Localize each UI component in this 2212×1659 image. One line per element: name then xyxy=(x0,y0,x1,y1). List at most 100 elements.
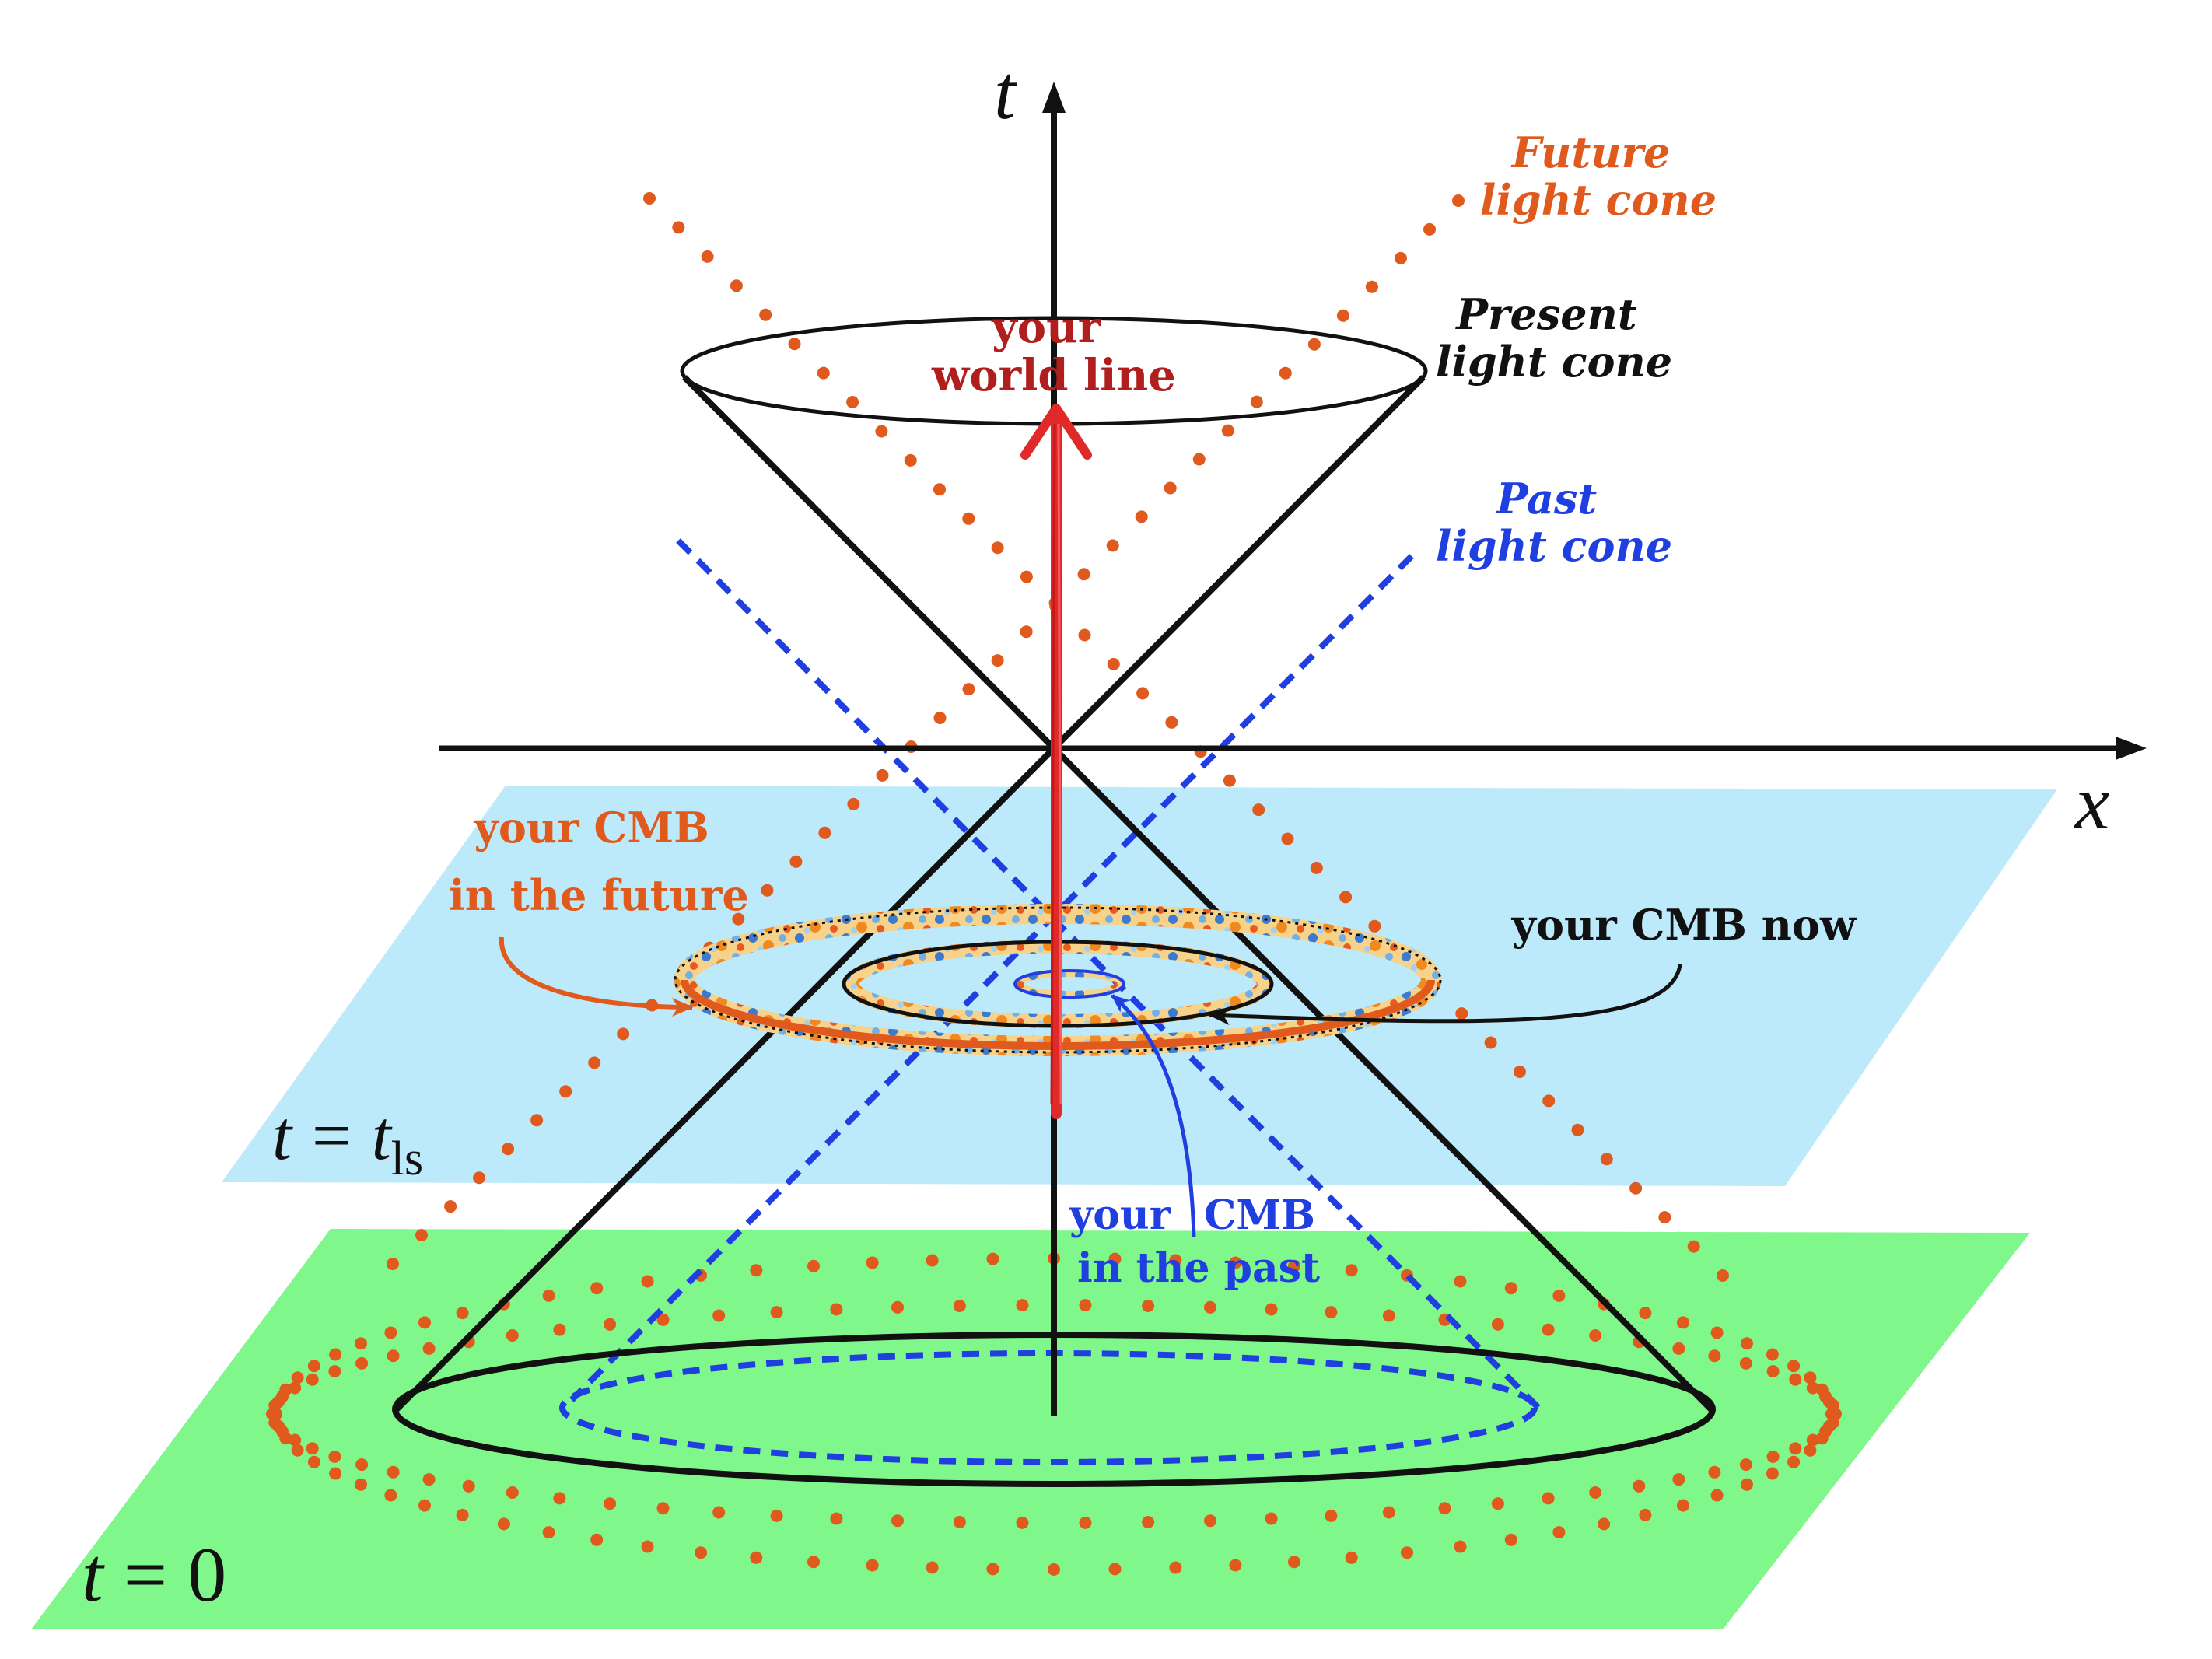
world-line xyxy=(1020,404,1092,1119)
future-cone-dot xyxy=(1136,687,1150,700)
future-cone-dot xyxy=(462,1479,475,1493)
future-cone-dot xyxy=(986,1563,999,1576)
future-cone-dot xyxy=(1787,1360,1801,1373)
future-cone-dot xyxy=(926,1254,939,1267)
future-cone-dot xyxy=(1789,1442,1802,1455)
future-cone-dot xyxy=(418,1499,431,1512)
future-cone-dot xyxy=(1169,1561,1182,1574)
future-cone-dot xyxy=(1804,1371,1817,1384)
future-cone-dot xyxy=(1504,1282,1517,1295)
future-cone-dot xyxy=(1787,1455,1801,1468)
future-cone-dot xyxy=(991,654,1004,667)
future-cone-dot xyxy=(656,1502,670,1515)
future-cone-dot xyxy=(770,1306,783,1319)
future-cone-dot xyxy=(1135,510,1148,523)
future-cone-dot xyxy=(1825,1408,1838,1420)
future-cone-dot xyxy=(953,1300,966,1312)
future-cone-dot xyxy=(770,1509,783,1522)
future-cone-dot xyxy=(422,1473,436,1486)
future-cone-dot xyxy=(1078,628,1091,642)
future-cone-dot xyxy=(817,366,830,380)
future-cone-dot xyxy=(1106,539,1119,552)
future-cone-dot xyxy=(1598,1517,1611,1531)
future-cone-dot xyxy=(866,1256,879,1269)
cmb-now-pointer xyxy=(1208,964,1682,1025)
future-cone-dot xyxy=(712,1309,726,1322)
future-cone-dot xyxy=(991,541,1004,555)
future-cone-dot xyxy=(1822,1395,1836,1409)
t-zero-plane-label: t=0 xyxy=(82,1531,226,1618)
future-cone-dot xyxy=(328,1450,341,1463)
future-cone-dot xyxy=(387,1349,400,1363)
future-cone-dot xyxy=(730,279,743,292)
future-cone-dot xyxy=(502,1143,515,1156)
t-axis-arrowhead xyxy=(1042,82,1066,113)
t-ls-plane-label: t=tls xyxy=(272,1097,423,1185)
cmb-future-pointer xyxy=(499,936,694,1017)
future-cone-dot xyxy=(933,483,946,496)
future-cone-dot xyxy=(497,1517,510,1531)
future-cone-dot xyxy=(1325,1509,1338,1522)
future-cone-dot xyxy=(1345,1264,1358,1277)
future-cone-dot xyxy=(604,1318,617,1331)
future-cone-dot xyxy=(473,1171,486,1185)
future-cone-dot xyxy=(1629,1181,1643,1195)
future-cone-dot xyxy=(876,768,889,782)
cmb-now-label: your CMB now xyxy=(1511,900,1857,950)
past-light-cone-label: Past light cone xyxy=(1436,474,1672,571)
future-cone-dot xyxy=(789,855,803,868)
future-cone-dot xyxy=(1542,1094,1556,1108)
future-cone-dot xyxy=(1804,1444,1817,1457)
future-cone-dot xyxy=(1571,1123,1584,1136)
future-cone-dot xyxy=(384,1326,397,1339)
future-cone-dot xyxy=(1252,803,1265,817)
future-cone-dot xyxy=(559,1085,572,1098)
future-cone-dot xyxy=(643,192,656,205)
future-cone-dot xyxy=(1454,1540,1467,1553)
future-cone-dot xyxy=(1016,1299,1029,1312)
future-cone-dot xyxy=(1265,1303,1278,1316)
future-cone-dot xyxy=(761,884,774,897)
future-cone-dot xyxy=(530,1114,544,1127)
future-cone-dot xyxy=(291,1371,304,1384)
future-cone-dot xyxy=(641,1540,654,1553)
future-cone-dot xyxy=(962,512,975,525)
future-cone-dot xyxy=(1717,1269,1729,1282)
future-cone-dot xyxy=(1491,1497,1504,1510)
future-cone-dot xyxy=(875,425,888,438)
future-cone-dot xyxy=(590,1533,604,1546)
future-cone-dot xyxy=(933,712,947,724)
future-cone-dot xyxy=(926,1561,939,1574)
future-cone-dot xyxy=(712,1506,726,1519)
world-line-label: your world line xyxy=(931,302,1176,401)
future-cone-dot xyxy=(1229,1256,1242,1269)
future-cone-dot xyxy=(279,1383,292,1396)
future-cone-dot xyxy=(1020,625,1033,639)
future-light-cone xyxy=(266,192,1842,1576)
future-cone-dot xyxy=(604,1497,617,1510)
future-cone-dot xyxy=(672,221,685,234)
future-cone-dot xyxy=(1766,1348,1779,1361)
future-cone-dot xyxy=(272,1419,285,1433)
future-cone-dot xyxy=(1789,1373,1802,1386)
future-cone-dot xyxy=(1766,1467,1779,1480)
future-cone-dot xyxy=(1164,481,1177,495)
future-cone-dot xyxy=(1658,1211,1671,1224)
future-cone-dot xyxy=(1542,1492,1555,1505)
future-cone-dot xyxy=(1552,1289,1566,1302)
future-cone-dot xyxy=(1281,832,1294,845)
future-cone-dot xyxy=(328,1365,341,1378)
future-cone-dot xyxy=(846,396,859,408)
future-cone-dot xyxy=(891,1300,904,1314)
future-cone-dot xyxy=(1016,1516,1029,1529)
future-cone-dot xyxy=(1192,453,1206,466)
future-cone-dot xyxy=(1288,1556,1300,1569)
future-cone-dot xyxy=(830,1303,843,1316)
future-cone-dot xyxy=(384,1489,397,1502)
present-light-cone-label: Present light cone xyxy=(1436,289,1672,387)
future-cone-dot xyxy=(1710,1326,1724,1339)
future-cone-dot xyxy=(953,1516,966,1528)
future-cone-dot xyxy=(1223,774,1236,787)
future-cone-dot xyxy=(355,1478,367,1491)
future-cone-dot xyxy=(1368,919,1381,933)
